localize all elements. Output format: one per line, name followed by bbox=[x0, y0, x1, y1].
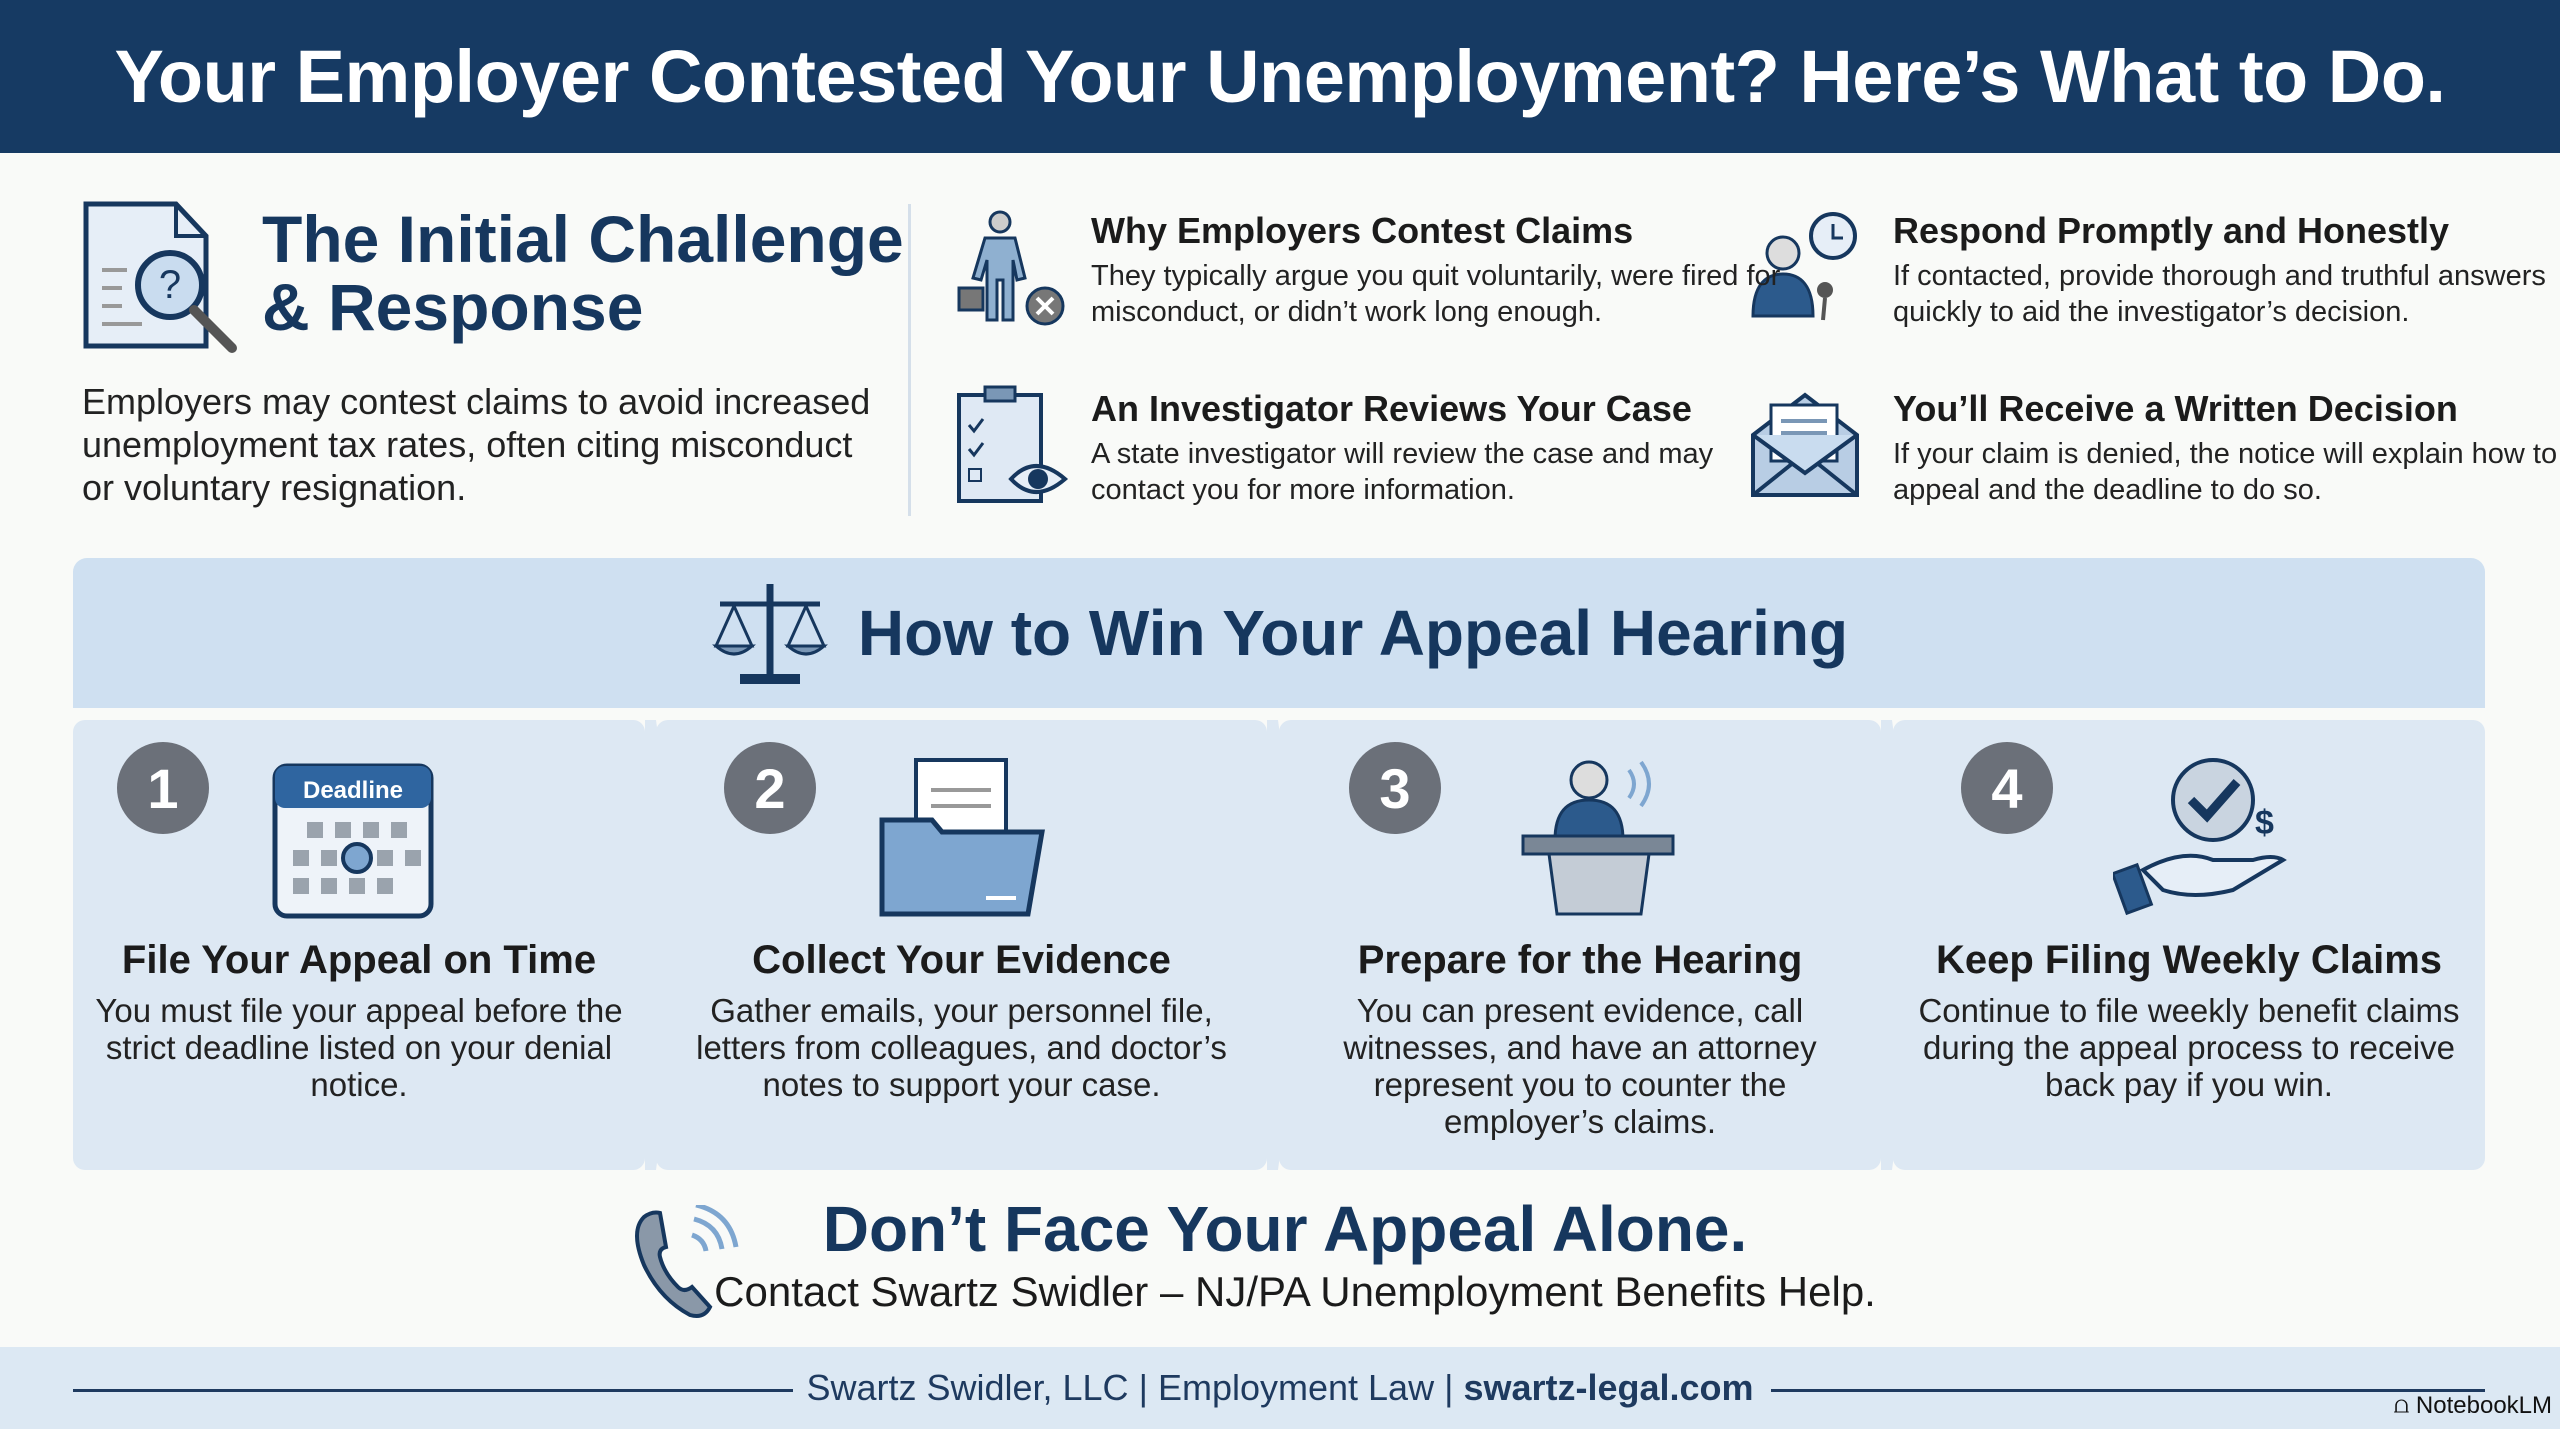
intro-text: Employers may contest claims to avoid in… bbox=[82, 381, 871, 508]
folder-documents-icon bbox=[879, 758, 1045, 917]
step-title: Prepare for the Hearing bbox=[1357, 938, 1803, 982]
watermark-text: NotebookLM bbox=[2415, 1392, 2552, 1419]
calendar-label: Deadline bbox=[303, 777, 403, 804]
notebooklm-watermark: ⩍ NotebookLM bbox=[2394, 1392, 2552, 1420]
podium-speaker-icon bbox=[1521, 760, 1675, 916]
footer-rule-right bbox=[1771, 1389, 2485, 1392]
chevron-connector bbox=[1267, 720, 1307, 1170]
interview-clock-icon bbox=[1751, 212, 1857, 321]
divider bbox=[908, 204, 911, 516]
cta-title: Don’t Face Your Appeal Alone. bbox=[822, 1193, 1748, 1265]
footer-firm: Swartz Swidler, LLC bbox=[806, 1367, 1129, 1408]
svg-text:$: $ bbox=[2255, 804, 2274, 842]
step-number: 4 bbox=[1961, 742, 2053, 834]
step-title: Collect Your Evidence bbox=[752, 938, 1171, 982]
step-number: 3 bbox=[1349, 742, 1441, 834]
step-text: You can present evidence, call witnesses… bbox=[1343, 992, 1817, 1140]
cta-subtitle: Contact Swartz Swidler – NJ/PA Unemploym… bbox=[714, 1268, 1876, 1315]
document-search-icon: ? bbox=[83, 201, 237, 353]
item-text: They typically argue you quit voluntaril… bbox=[1091, 260, 1781, 328]
chevron-connector bbox=[1881, 720, 1921, 1170]
item-title: Respond Promptly and Honestly bbox=[1893, 210, 2450, 251]
item-title: An Investigator Reviews Your Case bbox=[1091, 388, 1692, 429]
item-respond: Respond Promptly and Honestly If contact… bbox=[1893, 210, 2560, 330]
intro-title-line2: & Response bbox=[262, 270, 644, 344]
step-card-2: 2 Collect Your Evidence Gather emails, y… bbox=[656, 720, 1267, 1170]
step-card-4: 4 $ Keep Filing Weekly Claims Continue t… bbox=[1893, 720, 2485, 1170]
item-title: Why Employers Contest Claims bbox=[1091, 210, 1634, 251]
svg-text:?: ? bbox=[159, 263, 181, 307]
footer-separator: | bbox=[1444, 1367, 1454, 1408]
step-title: File Your Appeal on Time bbox=[121, 938, 597, 982]
step-number: 2 bbox=[724, 742, 816, 834]
person-leaving-icon bbox=[957, 210, 1065, 326]
phone-icon bbox=[635, 1205, 739, 1318]
envelope-letter-icon bbox=[1751, 392, 1859, 497]
item-why-contest: Why Employers Contest Claims They typica… bbox=[1091, 210, 1791, 330]
appeal-band: How to Win Your Appeal Hearing bbox=[73, 558, 2485, 708]
footer-text: Swartz Swidler, LLC | Employment Law | s… bbox=[0, 1367, 2560, 1409]
calendar-deadline-icon: Deadline bbox=[272, 763, 434, 919]
hand-check-money-icon: $ bbox=[2113, 758, 2287, 916]
step-text: Gather emails, your personnel file, lett… bbox=[696, 992, 1227, 1103]
page-title: Your Employer Contested Your Unemploymen… bbox=[114, 35, 2446, 118]
intro-title-line1: The Initial Challenge bbox=[262, 202, 904, 276]
intro-title: The Initial Challenge & Response bbox=[262, 205, 904, 341]
footer: Swartz Swidler, LLC | Employment Law | s… bbox=[0, 1347, 2560, 1429]
item-title: You’ll Receive a Written Decision bbox=[1893, 388, 2458, 429]
item-decision: You’ll Receive a Written Decision If you… bbox=[1893, 388, 2560, 508]
clipboard-eye-icon bbox=[957, 385, 1069, 503]
step-text: Continue to file weekly benefit claims d… bbox=[1918, 992, 2460, 1103]
footer-practice: Employment Law bbox=[1157, 1367, 1435, 1408]
item-investigator: An Investigator Reviews Your Case A stat… bbox=[1091, 388, 1791, 508]
footer-separator: | bbox=[1138, 1367, 1148, 1408]
footer-rule-left bbox=[73, 1389, 793, 1392]
step-card-3: 3 Prepare for the Hearing You can presen… bbox=[1279, 720, 1881, 1170]
step-text: You must file your appeal before the str… bbox=[95, 992, 623, 1103]
item-text: A state investigator will review the cas… bbox=[1091, 438, 1714, 506]
item-text: If your claim is denied, the notice will… bbox=[1893, 438, 2558, 506]
notebooklm-logo-icon: ⩍ bbox=[2393, 1392, 2416, 1419]
scales-of-justice-icon bbox=[711, 583, 828, 684]
footer-website-link[interactable]: swartz-legal.com bbox=[1463, 1367, 1754, 1408]
appeal-title: How to Win Your Appeal Hearing bbox=[857, 597, 1849, 669]
step-card-1: 1 Deadline File Your Appeal on Time You … bbox=[73, 720, 645, 1170]
item-text: If contacted, provide thorough and truth… bbox=[1893, 260, 2546, 328]
header-banner: Your Employer Contested Your Unemploymen… bbox=[0, 0, 2560, 153]
step-number: 1 bbox=[117, 742, 209, 834]
step-title: Keep Filing Weekly Claims bbox=[1935, 938, 2443, 982]
chevron-connector bbox=[645, 720, 685, 1170]
